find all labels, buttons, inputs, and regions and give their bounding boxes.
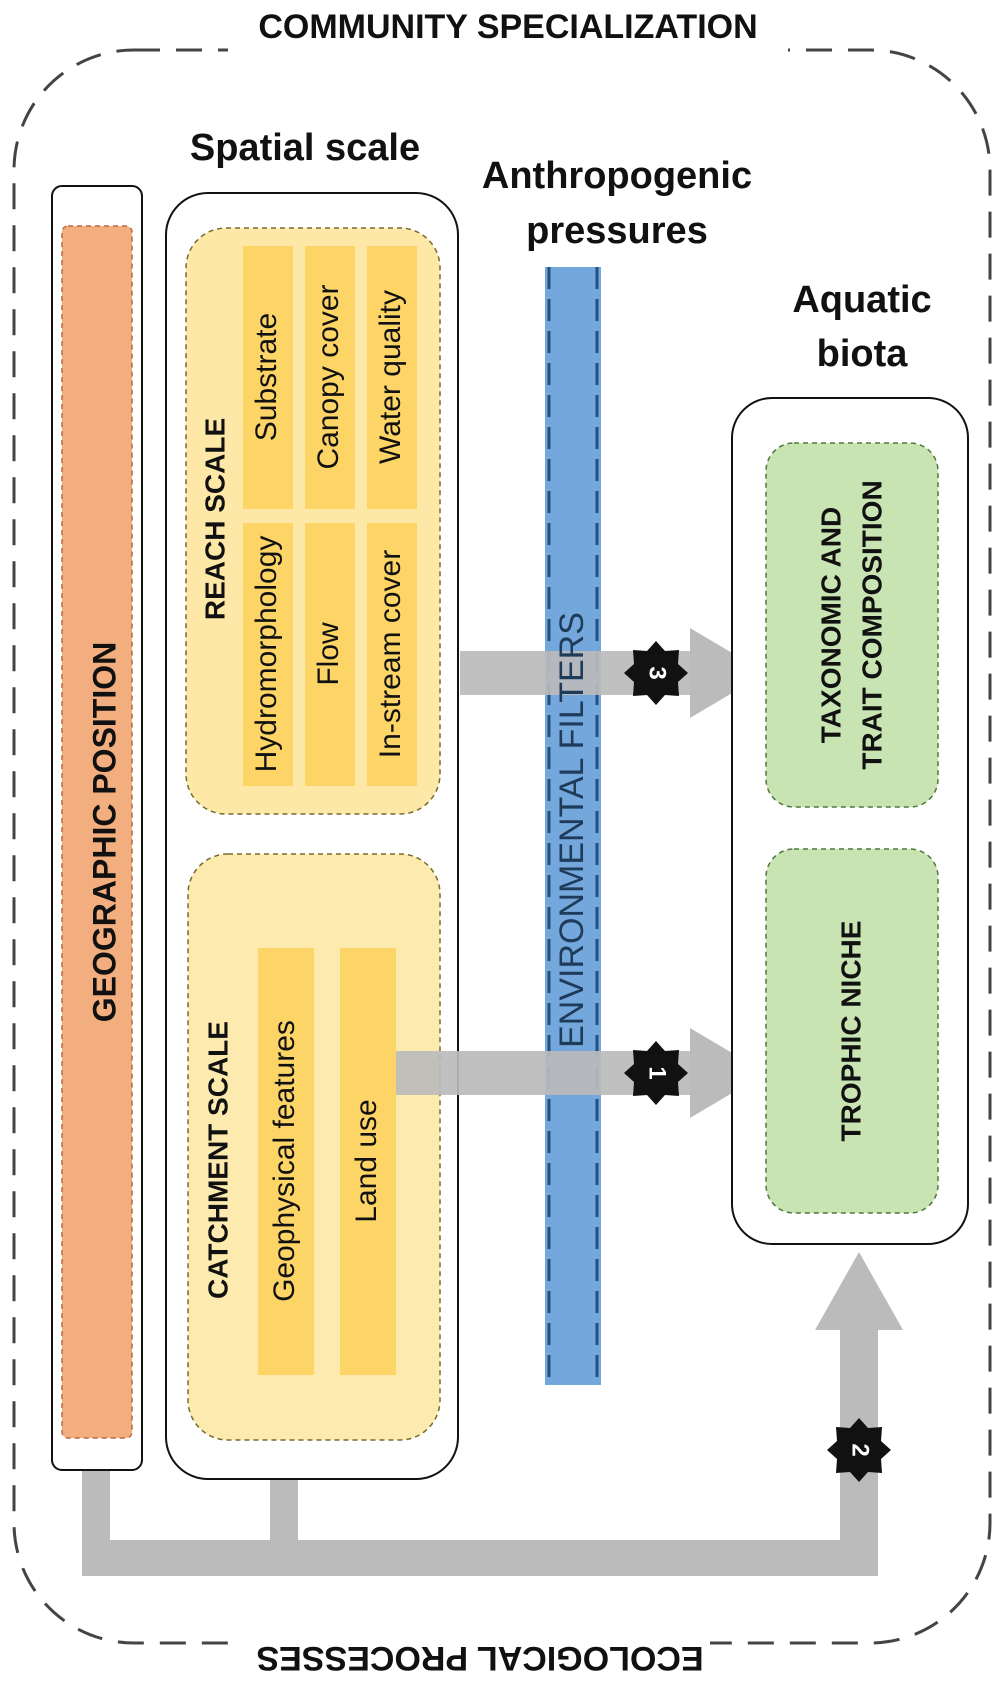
trophic-niche-box xyxy=(765,848,939,1214)
environmental-filters-bar xyxy=(545,267,601,1385)
badge-number-3: 3 xyxy=(644,666,671,679)
factor-geophysical-features-box xyxy=(258,948,314,1375)
arrow-1-head xyxy=(690,1028,766,1118)
title-community-specialization: COMMUNITY SPECIALIZATION xyxy=(258,8,757,46)
factor-water-quality-box xyxy=(367,246,417,509)
geographic-position-bar xyxy=(61,225,133,1439)
arrow-horizontal-bar xyxy=(82,1540,878,1576)
factor-hydromorphology-label: Hydromorphology xyxy=(250,536,283,773)
factor-substrate-box xyxy=(243,246,293,509)
factor-in-stream-cover-label: In-stream cover xyxy=(374,550,407,758)
badge-number-2: 2 xyxy=(847,1443,874,1456)
factor-land-use-label: Land use xyxy=(350,1099,383,1222)
process-badge-2: 2 xyxy=(827,1418,891,1482)
factor-geophysical-features-label: Geophysical features xyxy=(268,1020,301,1302)
environmental-filters-label: ENVIRONMENTAL FILTERS xyxy=(553,612,591,1048)
factor-substrate-label: Substrate xyxy=(250,313,283,441)
badge-star-3 xyxy=(624,641,688,705)
title-bottom-backdrop xyxy=(240,1628,710,1684)
spatial-scale-heading: Spatial scale xyxy=(190,127,420,169)
title-ecological-processes: ECOLOGICAL PROCESSES xyxy=(256,1639,703,1677)
geographic-position-label: GEOGRAPHIC POSITION xyxy=(86,642,122,1022)
factor-flow-box xyxy=(305,523,355,786)
aquatic-heading-line1: Aquatic xyxy=(792,279,931,321)
badge-star-2 xyxy=(827,1418,891,1482)
badge-star-1 xyxy=(624,1041,688,1105)
process-badge-1: 1 xyxy=(624,1041,688,1105)
taxonomic-composition-line1: TAXONOMIC AND xyxy=(815,507,846,743)
factor-canopy-cover-label: Canopy cover xyxy=(312,284,345,469)
trophic-niche-label: TROPHIC NICHE xyxy=(835,921,866,1142)
arrow-3-head xyxy=(690,628,766,718)
taxonomic-composition-line2: TRAIT COMPOSITION xyxy=(856,480,887,769)
badge-number-1: 1 xyxy=(644,1066,671,1079)
reach-scale-label: REACH SCALE xyxy=(199,418,230,620)
factor-hydromorphology-box xyxy=(243,523,293,786)
anthropogenic-heading-line2: pressures xyxy=(526,210,708,252)
process-arrow-3 xyxy=(460,628,766,718)
factor-water-quality-label: Water quality xyxy=(374,290,407,464)
factor-in-stream-cover-box xyxy=(367,523,417,786)
anthropogenic-heading-line1: Anthropogenic xyxy=(482,155,752,197)
arrow-head-up xyxy=(815,1252,903,1330)
factor-land-use-box xyxy=(340,948,396,1375)
factor-canopy-cover-box xyxy=(305,246,355,509)
process-badge-3: 3 xyxy=(624,641,688,705)
factor-flow-label: Flow xyxy=(312,622,345,686)
aquatic-heading-line2: biota xyxy=(817,333,909,375)
taxonomic-composition-box xyxy=(765,442,939,808)
catchment-scale-label: CATCHMENT SCALE xyxy=(202,1021,233,1299)
title-top-backdrop xyxy=(228,4,788,60)
